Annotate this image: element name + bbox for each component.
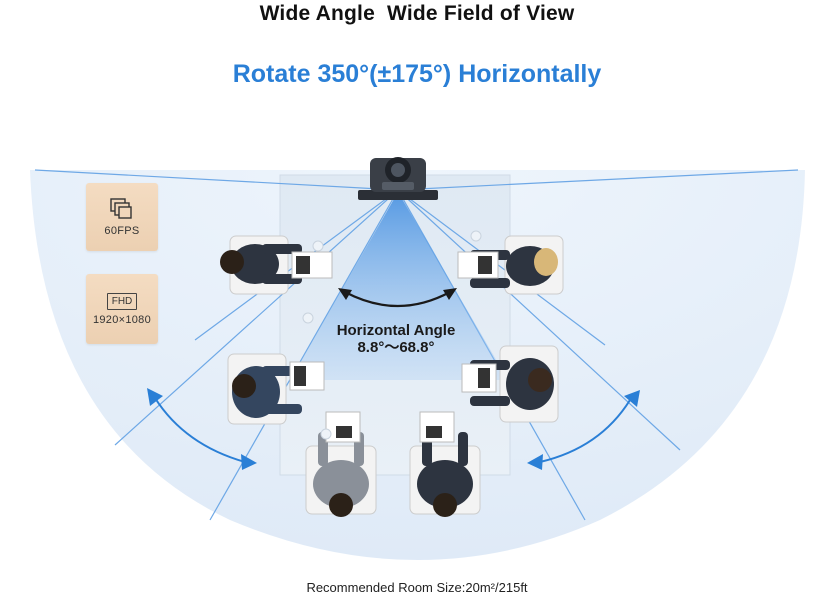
horizontal-angle-range: 8.8°～68.8° xyxy=(357,339,435,356)
person-right-top xyxy=(457,235,564,295)
person-left-middle xyxy=(227,353,325,425)
horizontal-angle-title: Horizontal Angle xyxy=(336,322,456,339)
layers-icon xyxy=(110,198,132,219)
person-right-middle xyxy=(461,345,559,423)
rotation-arc-left xyxy=(154,397,246,463)
rotation-subtitle: Rotate 350°(±175°) Horizontally xyxy=(232,60,602,88)
horizontal-angle-arc xyxy=(344,291,451,307)
ptz-camera-icon xyxy=(358,157,438,200)
person-bottom-left xyxy=(305,411,377,517)
fps-label: 60FPS xyxy=(104,225,140,237)
horizontal-angle-label: Horizontal Angle 8.8°～68.8° xyxy=(312,322,480,356)
resolution-label: 1920×1080 xyxy=(92,313,152,326)
resolution-badge: FHD 1920×1080 xyxy=(86,274,158,344)
fhd-icon: FHD xyxy=(106,292,138,310)
camera-beam xyxy=(290,192,508,380)
rotation-arc-right xyxy=(539,399,631,463)
person-bottom-right xyxy=(409,411,481,517)
person-left-top xyxy=(220,235,333,295)
fps-badge: 60FPS xyxy=(86,183,158,251)
room-size-note: Recommended Room Size:20m²/215ft xyxy=(306,580,528,595)
page-title: Wide Angle Wide Field of View xyxy=(259,2,575,25)
